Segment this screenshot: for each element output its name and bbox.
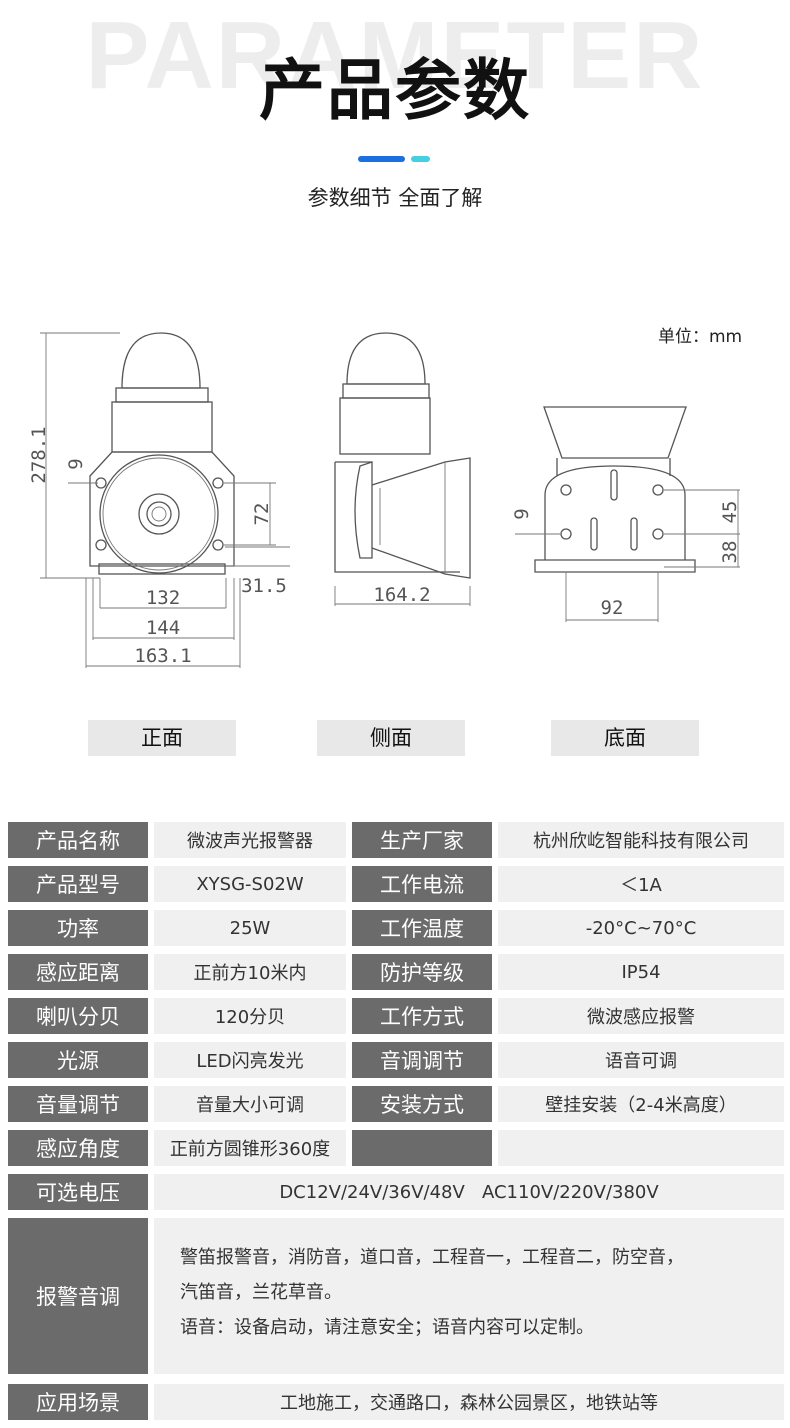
alarm-line-1: 警笛报警音，消防音，道口音，工程音一，工程音二，防空音，	[180, 1247, 684, 1268]
unit-label: 单位：mm	[658, 327, 743, 347]
spec-value: 杭州欣屹智能科技有限公司	[498, 822, 784, 858]
dimension-drawings: 278.1 9 72 31.5 132 144 163.1 164.2	[28, 332, 741, 668]
dim-45-label: 45	[719, 501, 741, 524]
view-label-front: 正面	[88, 720, 236, 756]
dim-163_1-label: 163.1	[134, 645, 191, 667]
spec-label: 工作温度	[352, 910, 492, 946]
alarm-tone-description: 警笛报警音，消防音，道口音，工程音一，工程音二，防空音， 汽笛音，兰花草音。 语…	[154, 1218, 784, 1374]
table-row: 光源 LED闪亮发光 音调调节 语音可调	[8, 1042, 784, 1078]
page-subtitle: 参数细节 全面了解	[307, 186, 483, 210]
bottom-view-drawing: 9 45 38 92	[511, 406, 741, 622]
dim-132-label: 132	[146, 587, 180, 609]
spec-label-empty	[352, 1130, 492, 1166]
spec-label: 光源	[8, 1042, 148, 1078]
table-row: 产品名称 微波声光报警器 生产厂家 杭州欣屹智能科技有限公司	[8, 822, 784, 858]
spec-label: 安装方式	[352, 1086, 492, 1122]
spec-label: 喇叭分贝	[8, 998, 148, 1034]
spec-value: DC12V/24V/36V/48V AC110V/220V/380V	[154, 1174, 784, 1210]
table-row-alarm: 报警音调 警笛报警音，消防音，道口音，工程音一，工程音二，防空音， 汽笛音，兰花…	[8, 1218, 784, 1374]
spec-value: 正前方10米内	[154, 954, 346, 990]
table-row: 喇叭分贝 120分贝 工作方式 微波感应报警	[8, 998, 784, 1034]
dim-height-label: 278.1	[28, 426, 50, 483]
spec-label: 防护等级	[352, 954, 492, 990]
dim-38-label: 38	[719, 541, 741, 564]
table-row: 产品型号 XYSG-S02W 工作电流 ＜1A	[8, 866, 784, 902]
spec-value: 120分贝	[154, 998, 346, 1034]
spec-label: 音量调节	[8, 1086, 148, 1122]
spec-label: 应用场景	[8, 1384, 148, 1420]
dim-92-label: 92	[601, 597, 624, 619]
dim-hole-label: 9	[65, 458, 87, 469]
dim-144-label: 144	[146, 617, 180, 639]
table-row: 功率 25W 工作温度 -20°C~70°C	[8, 910, 784, 946]
spec-label: 音调调节	[352, 1042, 492, 1078]
page-title: 产品参数	[259, 52, 531, 129]
spec-label: 功率	[8, 910, 148, 946]
background-watermark-word: PARAMETER	[85, 2, 705, 109]
spec-value-empty	[498, 1130, 784, 1166]
table-row-application: 应用场景 工地施工，交通路口，森林公园景区，地铁站等	[8, 1384, 784, 1420]
alarm-line-3: 语音：设备启动，请注意安全；语音内容可以定制。	[180, 1317, 594, 1338]
accent-bar-blue	[358, 156, 405, 162]
spec-label: 感应距离	[8, 954, 148, 990]
table-row: 音量调节 音量大小可调 安装方式 壁挂安装（2-4米高度）	[8, 1086, 784, 1122]
spec-value: 语音可调	[498, 1042, 784, 1078]
alarm-line-2: 汽笛音，兰花草音。	[180, 1282, 342, 1303]
spec-label: 感应角度	[8, 1130, 148, 1166]
view-label-bottom: 底面	[551, 720, 699, 756]
dim-72-label: 72	[251, 503, 273, 526]
spec-value: -20°C~70°C	[498, 910, 784, 946]
side-view-drawing: 164.2	[334, 332, 471, 606]
accent-bar-cyan	[411, 156, 430, 162]
spec-value: 正前方圆锥形360度	[154, 1130, 346, 1166]
spec-value: 工地施工，交通路口，森林公园景区，地铁站等	[154, 1384, 784, 1420]
table-row-voltage: 可选电压 DC12V/24V/36V/48V AC110V/220V/380V	[8, 1174, 784, 1210]
dim-164_2-label: 164.2	[373, 584, 430, 606]
dim-31_5-label: 31.5	[241, 575, 287, 597]
spec-value: LED闪亮发光	[154, 1042, 346, 1078]
spec-value: 壁挂安装（2-4米高度）	[498, 1086, 784, 1122]
spec-value: ＜1A	[498, 866, 784, 902]
spec-label: 可选电压	[8, 1174, 148, 1210]
spec-label: 产品名称	[8, 822, 148, 858]
spec-label: 工作方式	[352, 998, 492, 1034]
dim-bottom-hole-label: 9	[511, 508, 533, 519]
spec-value: 25W	[154, 910, 346, 946]
spec-label: 报警音调	[8, 1218, 148, 1374]
table-row: 感应距离 正前方10米内 防护等级 IP54	[8, 954, 784, 990]
spec-label: 产品型号	[8, 866, 148, 902]
spec-label: 工作电流	[352, 866, 492, 902]
spec-value: 微波感应报警	[498, 998, 784, 1034]
front-view-drawing: 278.1 9 72 31.5 132 144 163.1	[28, 332, 290, 668]
spec-value: IP54	[498, 954, 784, 990]
spec-value: XYSG-S02W	[154, 866, 346, 902]
table-row: 感应角度 正前方圆锥形360度	[8, 1130, 784, 1166]
spec-value: 音量大小可调	[154, 1086, 346, 1122]
spec-label: 生产厂家	[352, 822, 492, 858]
view-label-side: 侧面	[317, 720, 465, 756]
spec-value: 微波声光报警器	[154, 822, 346, 858]
